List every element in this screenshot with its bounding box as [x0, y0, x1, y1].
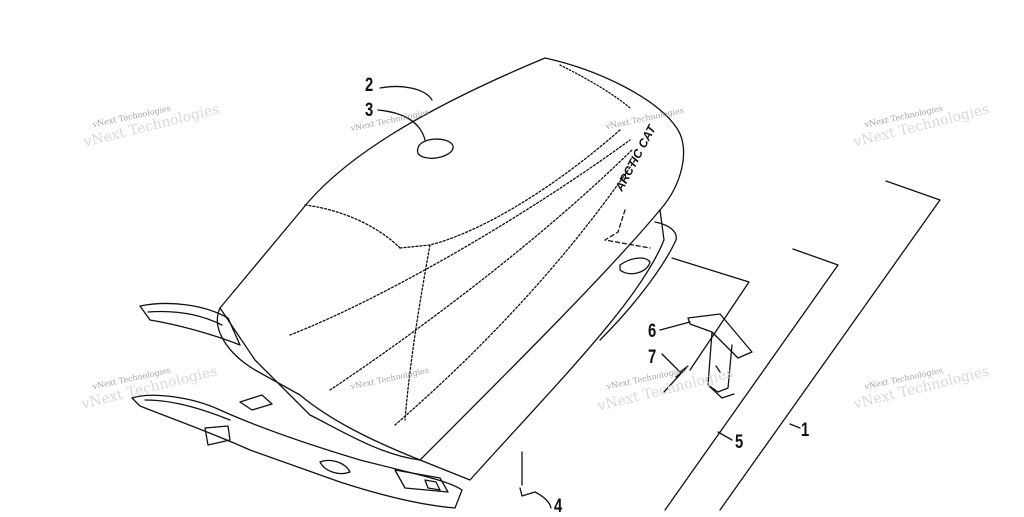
- seat-front-flap: [139, 302, 241, 346]
- bracket-1: [719, 180, 941, 511]
- seat-base: [131, 394, 463, 509]
- seat-skirt: [216, 307, 421, 461]
- emblem-patch: [416, 138, 454, 159]
- callout-6: 6: [648, 321, 657, 342]
- bracket-inner: [671, 257, 750, 371]
- callout-2: 2: [365, 75, 374, 96]
- seat-hook-bracket: [687, 313, 753, 359]
- bracket-5: [664, 248, 839, 511]
- seat-cushion: [219, 57, 685, 461]
- callout-7: 7: [648, 347, 657, 368]
- callout-4: 4: [554, 496, 563, 517]
- callout-3: 3: [365, 100, 374, 121]
- seat-brand-label: ARCTIC CAT: [612, 121, 660, 194]
- callout-5: 5: [735, 432, 744, 453]
- callout-1: 1: [801, 420, 810, 441]
